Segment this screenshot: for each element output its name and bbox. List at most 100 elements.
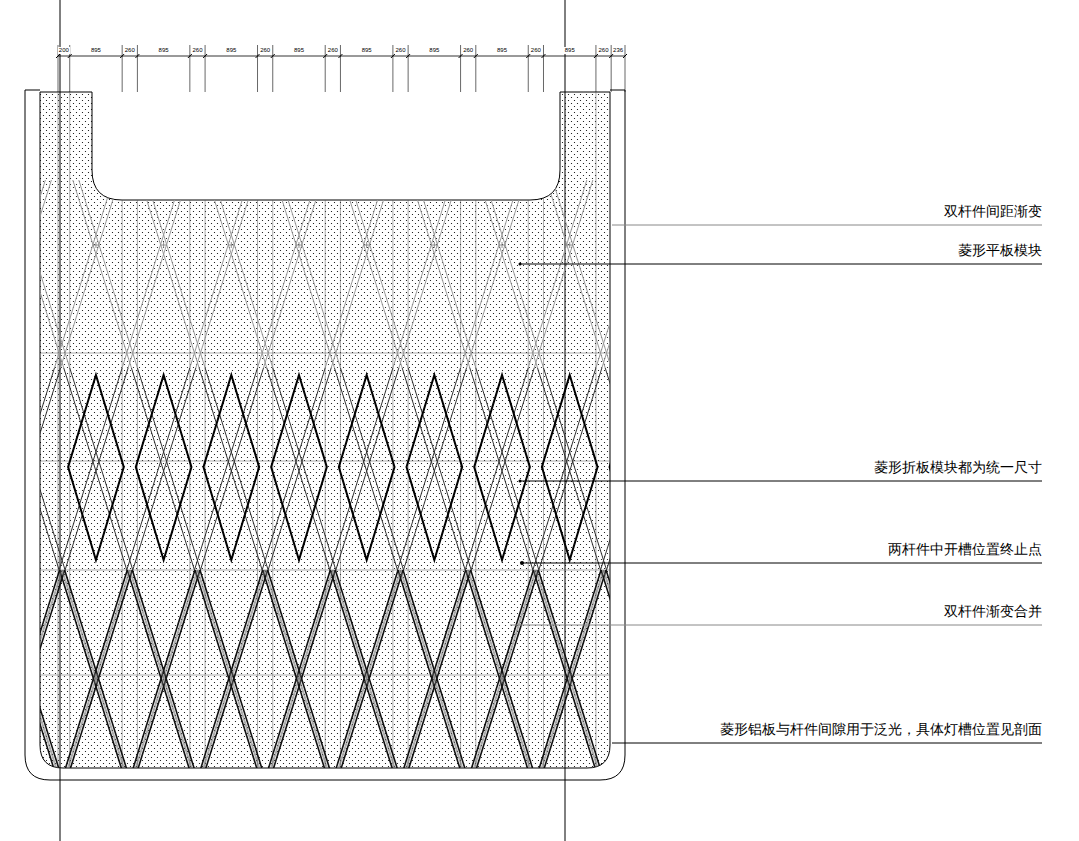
extension-line xyxy=(122,45,123,92)
rod-member xyxy=(602,570,792,790)
rod-member xyxy=(738,570,928,790)
rod-member xyxy=(146,570,336,790)
rod-member xyxy=(617,570,807,790)
rod-member xyxy=(620,180,810,368)
cross-mark xyxy=(296,242,302,248)
dimension-text: 895 xyxy=(90,47,102,54)
rod-member xyxy=(335,180,525,368)
grid-line xyxy=(475,92,476,770)
rod-member xyxy=(547,570,737,790)
rod-member xyxy=(131,570,321,790)
rod-member xyxy=(0,570,184,790)
rod-member xyxy=(347,570,537,790)
rod-member xyxy=(0,570,133,790)
grid-line xyxy=(205,92,206,770)
rod-member xyxy=(485,368,675,570)
rod-member xyxy=(11,180,201,368)
dimension-text: 260 xyxy=(259,47,271,54)
dimension-text: 200 xyxy=(58,47,70,54)
rod-member xyxy=(346,570,536,790)
rod-member xyxy=(8,570,198,790)
rod-member xyxy=(267,180,457,368)
dimension-tick xyxy=(56,54,60,58)
rod-member xyxy=(350,368,540,570)
dimension-tick xyxy=(623,54,627,58)
rod-member xyxy=(0,180,66,368)
dimension-text: 895 xyxy=(361,47,373,54)
rod-member xyxy=(670,570,860,790)
dimension-text: 260 xyxy=(327,47,339,54)
grid-line xyxy=(543,92,544,770)
rod-member xyxy=(5,368,195,570)
grid-line xyxy=(122,92,123,770)
cross-mark xyxy=(364,242,370,248)
rod-member xyxy=(397,368,587,570)
rod-member xyxy=(144,570,334,790)
rod-member xyxy=(141,180,331,368)
rod-member xyxy=(329,180,519,368)
rod-member xyxy=(673,180,863,368)
rod-member xyxy=(532,368,722,570)
grid-line xyxy=(40,675,610,676)
folded-diamond xyxy=(474,375,530,560)
rod-member xyxy=(78,570,268,790)
rod-member xyxy=(59,570,249,790)
cross-mark xyxy=(228,242,234,248)
rod-member xyxy=(941,570,1079,790)
rod-member xyxy=(0,570,181,790)
dimension-text: 895 xyxy=(428,47,440,54)
rod-member xyxy=(750,180,940,368)
extension-line xyxy=(595,45,596,92)
rod-member xyxy=(329,368,519,570)
rod-member xyxy=(891,570,1079,790)
rod-member xyxy=(885,180,1075,368)
folded-diamond xyxy=(745,375,801,560)
rod-member xyxy=(0,570,128,790)
rod-member xyxy=(870,180,1060,368)
rod-member xyxy=(944,570,1079,790)
dimension-text: 895 xyxy=(564,47,576,54)
rod-member xyxy=(673,368,863,570)
rod-member xyxy=(538,368,728,570)
dimension-tick xyxy=(120,54,124,58)
rod-member xyxy=(264,570,454,790)
rod-member xyxy=(688,180,878,368)
grid-line xyxy=(611,92,612,770)
rod-member xyxy=(61,570,251,790)
rod-member xyxy=(64,570,254,790)
rod-member xyxy=(667,368,857,570)
rod-member xyxy=(682,570,872,790)
rod-member xyxy=(939,570,1079,790)
rod-member xyxy=(614,180,804,368)
rod-member xyxy=(870,368,1060,570)
dimension-text: 895 xyxy=(293,47,305,54)
rod-member xyxy=(282,180,472,368)
rod-member xyxy=(417,570,607,790)
dimension-tick xyxy=(135,54,139,58)
grid-line xyxy=(460,92,461,770)
cross-mark xyxy=(702,242,708,248)
dimension-text: 260 xyxy=(191,47,203,54)
rod-member xyxy=(0,180,134,368)
callout-note: 双杆件渐变合并 xyxy=(944,603,1042,619)
rod-member xyxy=(673,570,863,790)
dimension-text: 895 xyxy=(225,47,237,54)
rod-member xyxy=(756,180,946,368)
dimension-text: 260 xyxy=(530,47,542,54)
rod-member xyxy=(470,368,660,570)
rod-member xyxy=(549,570,739,790)
rod-member xyxy=(199,570,389,790)
rod-member xyxy=(753,570,943,790)
rod-member xyxy=(470,570,660,790)
extension-line xyxy=(189,45,190,92)
rod-member xyxy=(0,180,181,368)
folded-diamond xyxy=(271,375,327,560)
grid-line xyxy=(58,92,59,770)
rod-member xyxy=(668,570,858,790)
rod-member xyxy=(0,180,187,368)
rod-member xyxy=(465,570,655,790)
rod-member xyxy=(208,180,398,368)
rod-member xyxy=(200,180,390,368)
rod-member xyxy=(0,368,134,570)
